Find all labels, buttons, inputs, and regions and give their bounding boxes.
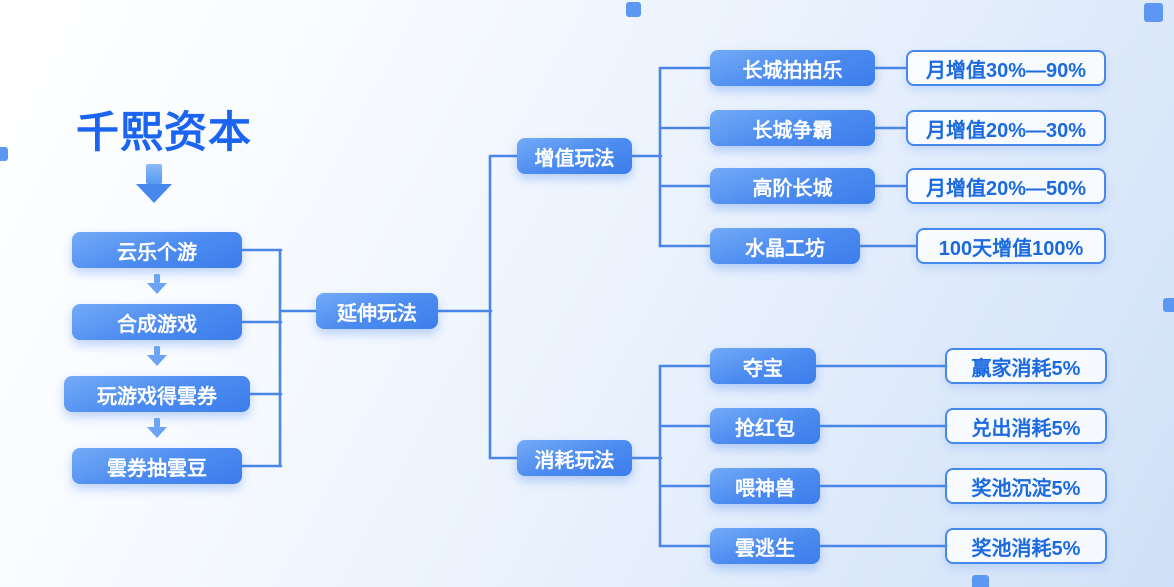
chain-node-4: 雲券抽雲豆 [72,448,242,484]
leaf-node: 雲逃生 [710,528,820,564]
chain-down-arrow-icon [147,418,167,438]
title-down-arrow-icon [136,164,172,203]
result-badge: 奖池沉淀5% [945,468,1107,504]
result-badge: 兑出消耗5% [945,408,1107,444]
result-badge: 月增值20%—50% [906,168,1106,204]
result-badge: 100天增值100% [916,228,1106,264]
hub-node: 延伸玩法 [316,293,438,329]
result-badge: 月增值20%—30% [906,110,1106,146]
deco-square-icon [972,575,989,587]
deco-square-icon [626,2,641,17]
arrow-stem [146,164,162,184]
chain-down-arrow-icon [147,346,167,366]
page-title: 千熙资本 [76,109,252,157]
deco-square-icon [1163,298,1174,312]
result-badge: 赢家消耗5% [945,348,1107,384]
leaf-node: 夺宝 [710,348,816,384]
chain-node-1: 云乐个游 [72,232,242,268]
chain-node-2: 合成游戏 [72,304,242,340]
deco-square-icon [0,147,8,161]
leaf-node: 抢红包 [710,408,820,444]
leaf-node: 长城争霸 [710,110,875,146]
chain-down-arrow-icon [147,274,167,294]
deco-square-icon [1144,3,1163,22]
leaf-node: 水晶工坊 [710,228,860,264]
branch-node-consume: 消耗玩法 [517,440,632,476]
leaf-node: 高阶长城 [710,168,875,204]
leaf-node: 长城拍拍乐 [710,50,875,86]
result-badge: 奖池消耗5% [945,528,1107,564]
arrow-head [136,184,172,203]
branch-node-value: 增值玩法 [517,138,632,174]
result-badge: 月增值30%—90% [906,50,1106,86]
chain-node-3: 玩游戏得雲券 [64,376,250,412]
leaf-node: 喂神兽 [710,468,820,504]
